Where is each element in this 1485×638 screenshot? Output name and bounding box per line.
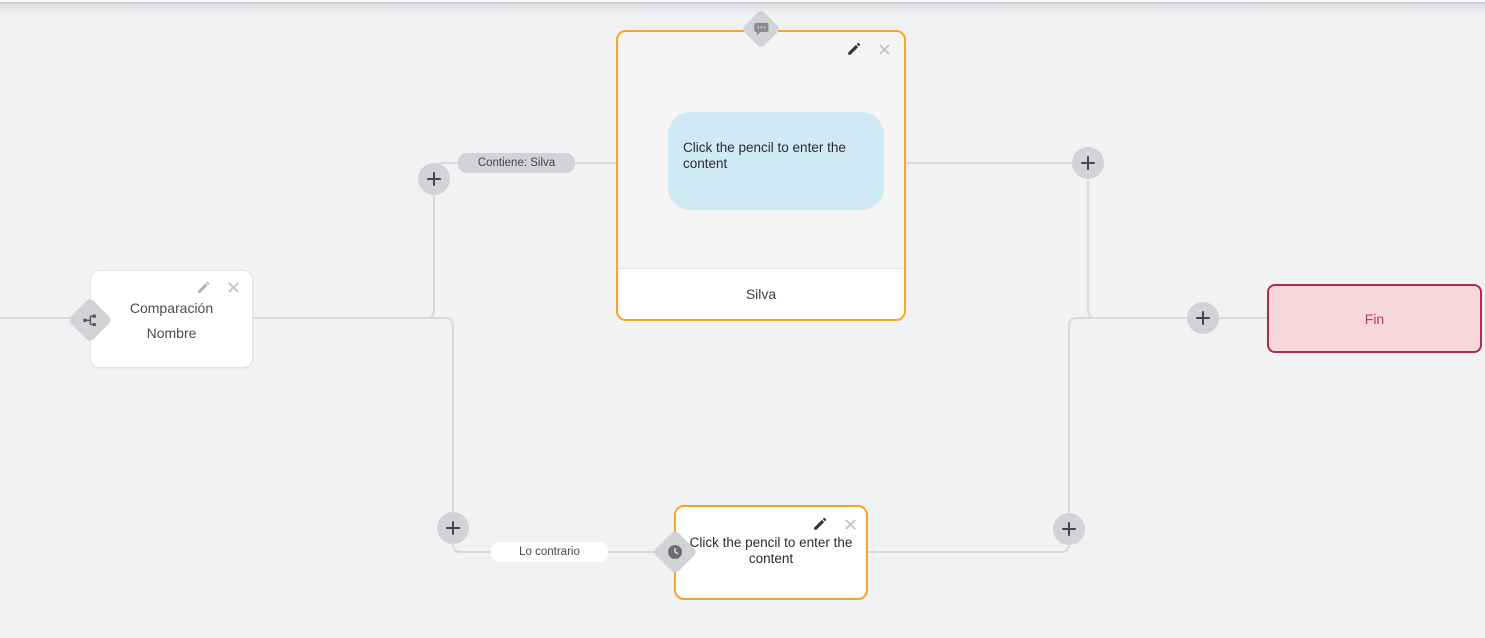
close-icon[interactable] bbox=[844, 518, 857, 531]
condition-port[interactable] bbox=[67, 297, 113, 343]
close-icon[interactable] bbox=[227, 281, 240, 294]
plus-icon bbox=[426, 171, 442, 187]
edge-label-otherwise: Lo contrario bbox=[491, 542, 608, 562]
plus-icon bbox=[1195, 310, 1211, 326]
node-condition[interactable]: Comparación Nombre bbox=[67, 270, 253, 368]
clock-icon bbox=[667, 544, 683, 560]
branch-icon bbox=[82, 313, 98, 327]
edge-fallback-to-end bbox=[866, 317, 1268, 553]
add-node-button-after-message[interactable] bbox=[1072, 147, 1104, 179]
condition-title-line2: Nombre bbox=[146, 325, 197, 341]
end-label: Fin bbox=[1364, 310, 1385, 327]
message-preview-bubble: Click the pencil to enter the content bbox=[668, 112, 884, 210]
message-footer-label: Silva bbox=[618, 268, 904, 319]
pencil-icon[interactable] bbox=[812, 516, 828, 532]
message-footer-text: Silva bbox=[745, 286, 777, 302]
edge-condition-to-fallback bbox=[253, 317, 656, 553]
chat-bubble-icon bbox=[753, 22, 769, 36]
plus-icon bbox=[445, 520, 461, 536]
condition-title: Comparación Nombre bbox=[91, 296, 252, 346]
pencil-icon[interactable] bbox=[846, 41, 862, 57]
add-node-button-after-fallback[interactable] bbox=[1053, 513, 1085, 545]
fallback-placeholder-text: Click the pencil to enter the content bbox=[689, 535, 853, 566]
edge-message-to-end bbox=[904, 162, 1268, 319]
node-message[interactable]: Click the pencil to enter the content Si… bbox=[616, 9, 906, 321]
add-node-button-branch-top[interactable] bbox=[418, 163, 450, 195]
pencil-icon[interactable] bbox=[196, 280, 211, 295]
fallback-port[interactable] bbox=[652, 529, 698, 575]
close-icon[interactable] bbox=[878, 43, 891, 56]
message-port[interactable] bbox=[741, 9, 781, 49]
add-node-button-branch-bottom[interactable] bbox=[437, 512, 469, 544]
plus-icon bbox=[1061, 521, 1077, 537]
node-end[interactable]: Fin bbox=[1267, 284, 1482, 353]
condition-title-line1: Comparación bbox=[129, 300, 214, 316]
node-fallback[interactable]: Click the pencil to enter the content bbox=[652, 505, 868, 600]
plus-icon bbox=[1080, 155, 1096, 171]
add-node-button-before-end[interactable] bbox=[1187, 302, 1219, 334]
edge-label-contains: Contiene: Silva bbox=[458, 153, 575, 173]
message-placeholder-text: Click the pencil to enter the content bbox=[683, 140, 846, 171]
